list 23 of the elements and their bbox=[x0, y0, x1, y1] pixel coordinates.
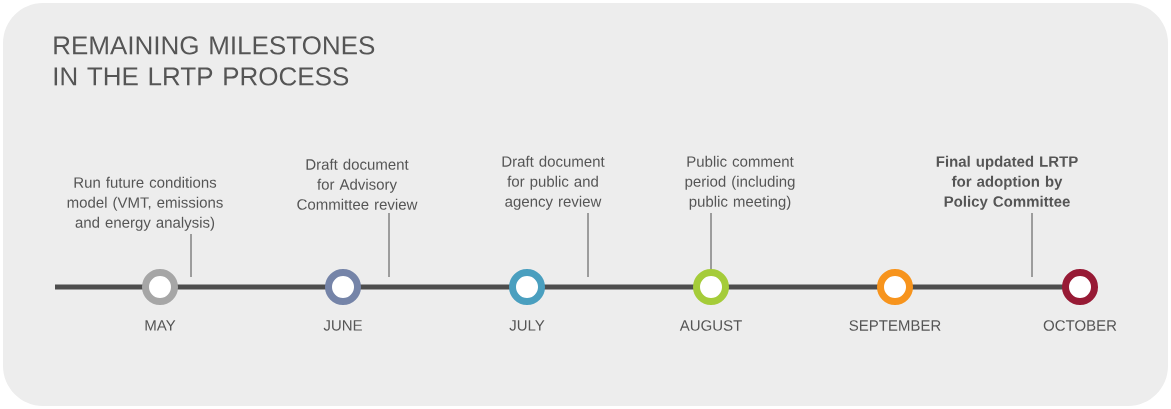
month-label: OCTOBER bbox=[1043, 320, 1117, 331]
milestone-text: Final updated LRTP for adoption by Policy Committee bbox=[936, 155, 1078, 210]
month-label: JUNE bbox=[323, 320, 362, 331]
month-label: AUGUST bbox=[679, 320, 742, 331]
leader-line bbox=[587, 212, 589, 278]
milestone-marker bbox=[325, 269, 361, 305]
month-label: JULY bbox=[509, 320, 545, 331]
milestone-marker bbox=[1062, 269, 1098, 305]
milestone-marker bbox=[142, 269, 178, 305]
milestone-text: Draft document for public and agency review bbox=[502, 155, 605, 210]
milestone-text: Draft document for Advisory Committee review bbox=[297, 158, 418, 210]
month-label: SEPTEMBER bbox=[849, 320, 941, 331]
title: REMAINING MILESTONES IN THE LRTP PROCESS bbox=[54, 36, 375, 86]
milestone-marker bbox=[509, 269, 545, 305]
month-label: MAY bbox=[145, 320, 176, 331]
leader-line bbox=[388, 212, 390, 278]
milestone-marker bbox=[877, 269, 913, 305]
milestone-text: Public comment period (including public meeting) bbox=[685, 155, 795, 210]
leader-line bbox=[1031, 212, 1033, 278]
milestone-marker bbox=[693, 269, 729, 305]
leader-line bbox=[710, 212, 712, 270]
leader-line bbox=[190, 233, 192, 278]
milestone-text: Run future conditions model (VMT, emissions and energy analysis) bbox=[67, 176, 223, 231]
